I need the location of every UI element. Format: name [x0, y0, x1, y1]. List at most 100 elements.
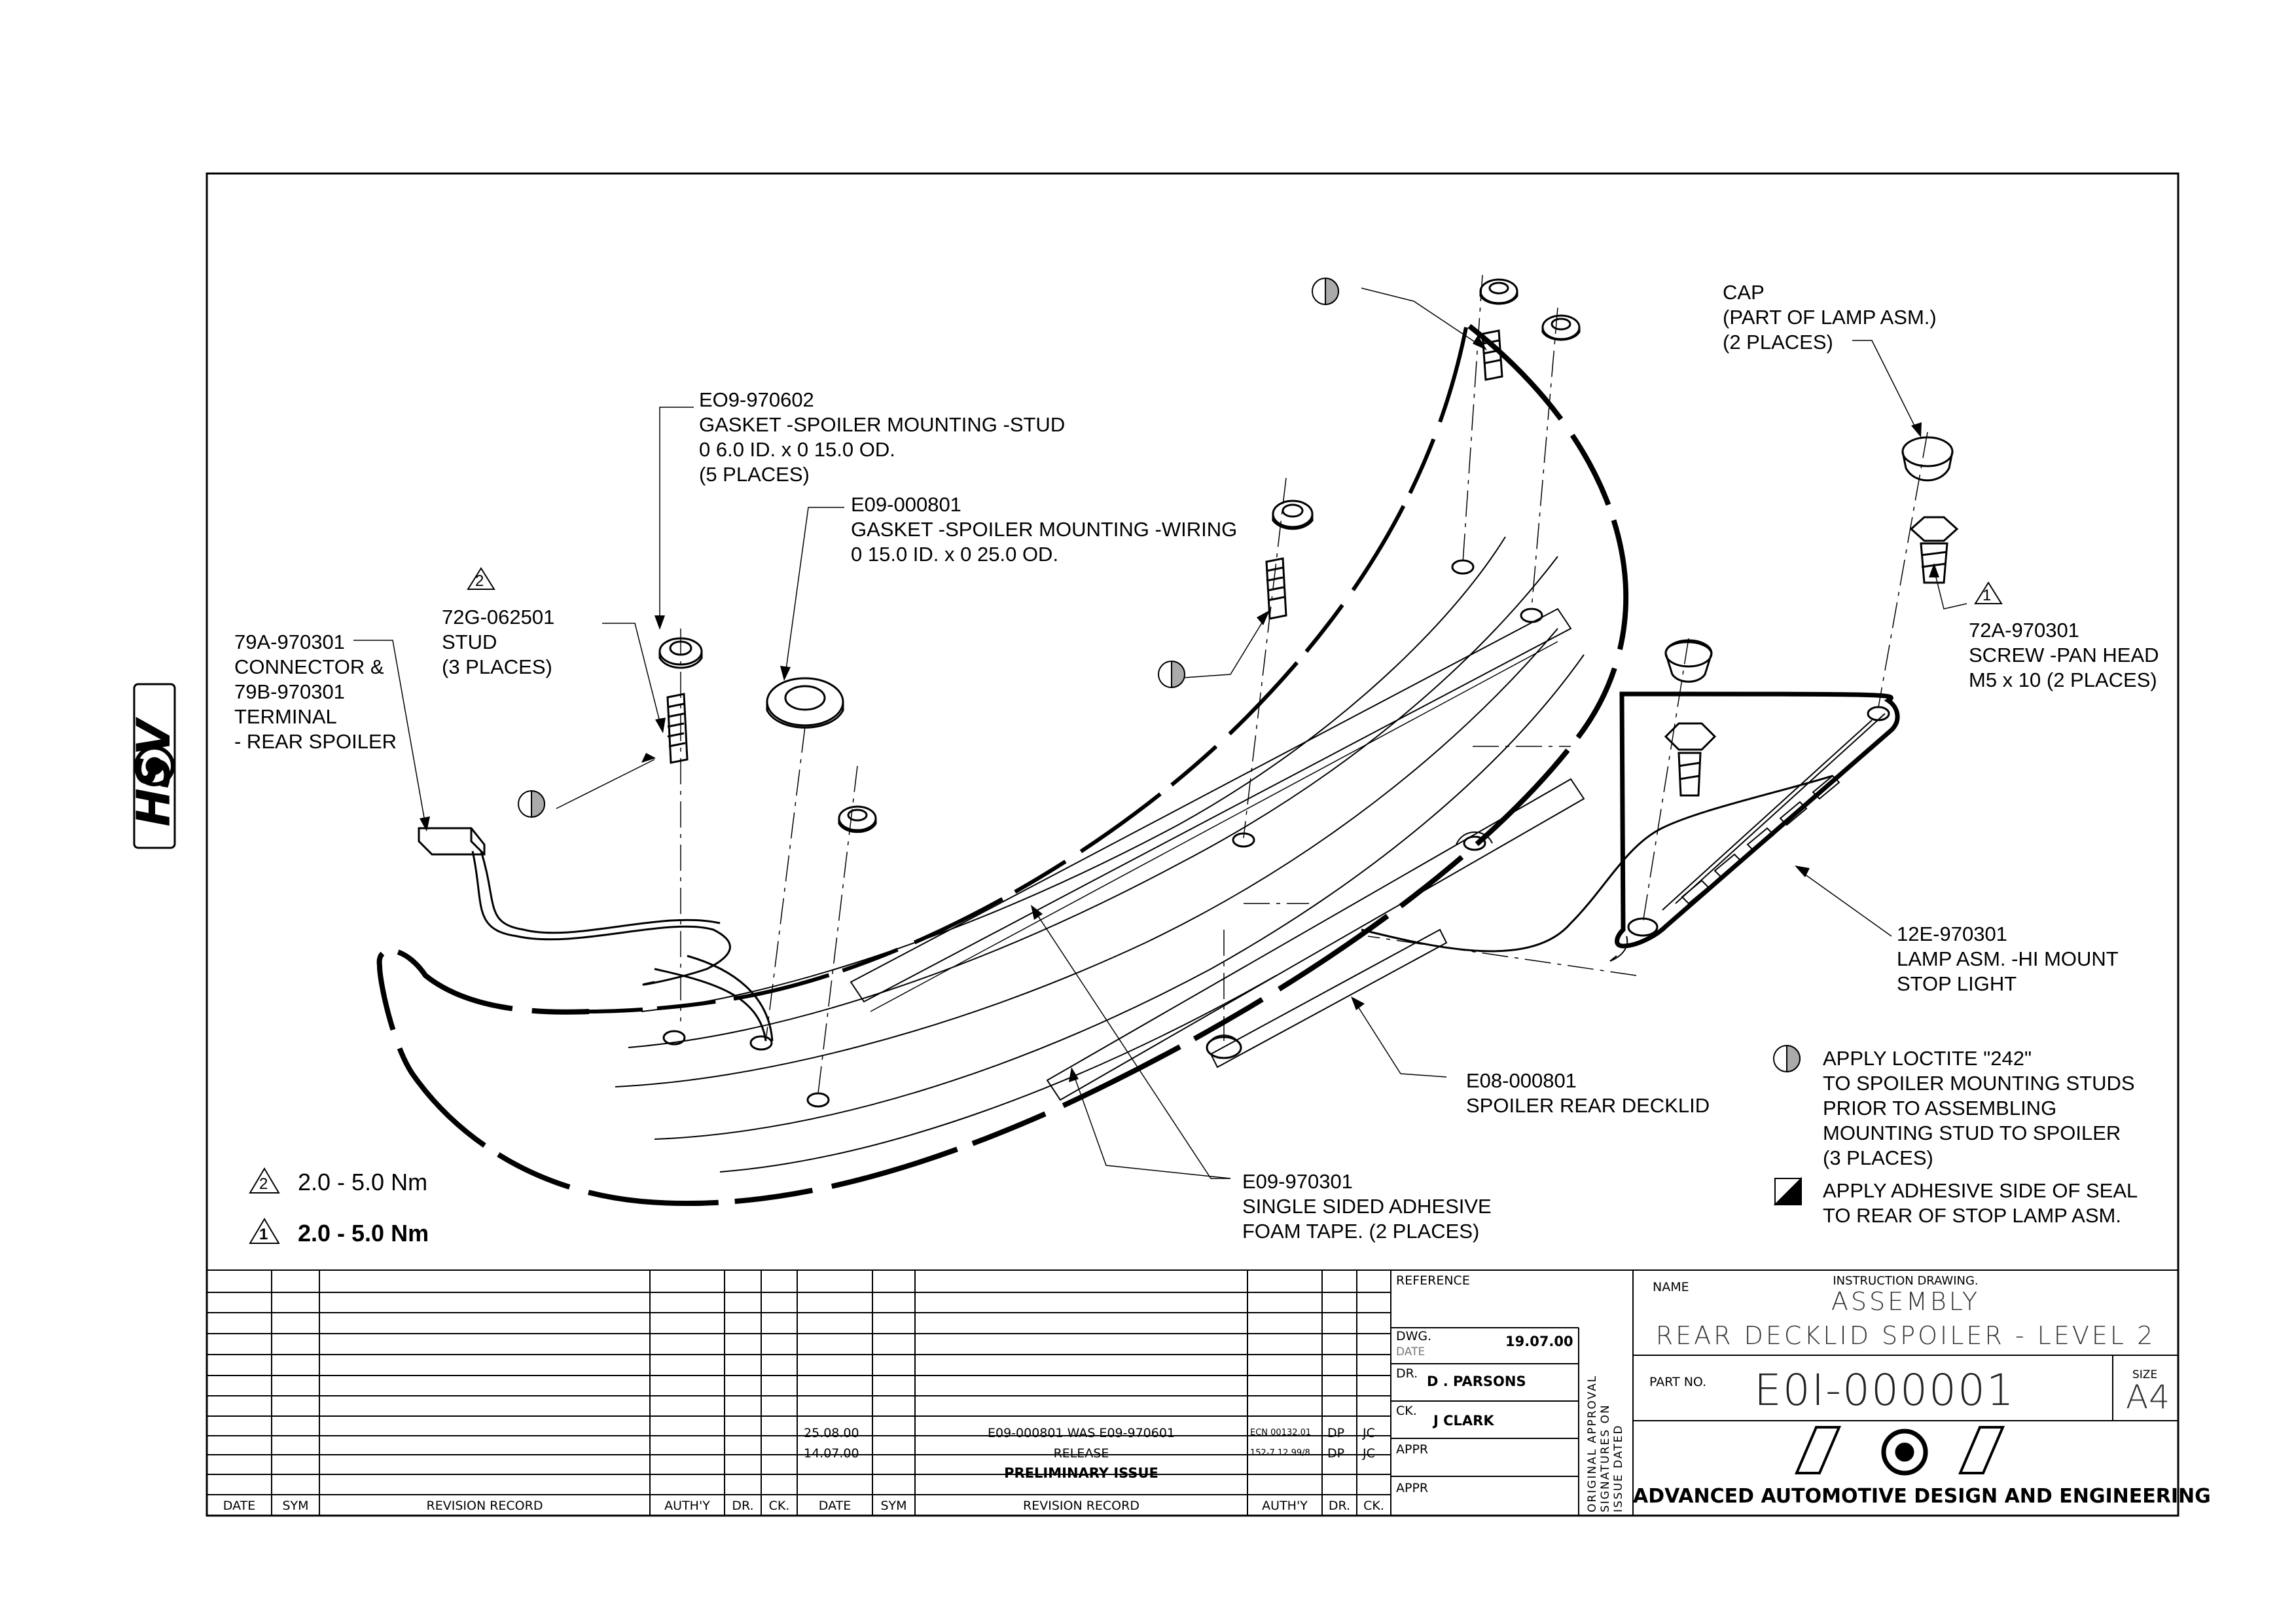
callout-spoiler: E08-000801 SPOILER REAR DECKLID	[1466, 1068, 1710, 1118]
callout-line: SCREW -PAN HEAD	[1969, 644, 2159, 666]
callout-line: FOAM TAPE. (2 PLACES)	[1242, 1220, 1480, 1243]
callout-gasket-stud: EO9-970602 GASKET -SPOILER MOUNTING -STU…	[699, 388, 1065, 487]
torque-legend-marker-1: 1	[259, 1226, 268, 1243]
note-line: APPLY ADHESIVE SIDE OF SEAL	[1823, 1179, 2138, 1202]
callout-line: 0 6.0 ID. x 0 15.0 OD.	[699, 438, 895, 461]
note-line: PRIOR TO ASSEMBLING	[1823, 1097, 2057, 1120]
callout-line: SINGLE SIDED ADHESIVE	[1242, 1195, 1492, 1218]
callout-line: E08-000801	[1466, 1069, 1577, 1092]
callout-line: - REAR SPOILER	[234, 730, 397, 753]
callout-line: CAP	[1723, 281, 1765, 304]
note-adhesive: APPLY ADHESIVE SIDE OF SEAL TO REAR OF S…	[1823, 1178, 2138, 1228]
approval-line: SIGNATURES ON	[1599, 1404, 1612, 1512]
callout-line: M5 x 10 (2 PLACES)	[1969, 668, 2157, 691]
rev-row-ck: JC	[1363, 1426, 1375, 1440]
rev-row-auth: 152-7.12.99/8	[1250, 1448, 1310, 1458]
callout-line: LAMP ASM. -HI MOUNT	[1897, 947, 2119, 970]
approval-line: ISSUE DATED	[1612, 1424, 1625, 1512]
approval-vertical-text: ORIGINAL APPROVAL SIGNATURES ON ISSUE DA…	[1586, 1349, 1625, 1512]
rev-header: DR.	[732, 1499, 754, 1513]
rev-header: DATE	[223, 1499, 256, 1513]
rev-header: CK.	[768, 1499, 790, 1513]
callout-line: STOP LIGHT	[1897, 972, 2017, 995]
callout-gasket-wiring: E09-000801 GASKET -SPOILER MOUNTING -WIR…	[851, 492, 1237, 567]
hsv-side-logo: HSV	[127, 720, 181, 827]
callout-line: (2 PLACES)	[1723, 331, 1833, 354]
rev-row-dr: DP	[1327, 1426, 1345, 1440]
reference-label: REFERENCE	[1396, 1273, 1470, 1288]
stud-torque-marker: 2	[475, 572, 484, 590]
callout-line: 72G-062501	[442, 606, 555, 629]
rev-status: PRELIMINARY ISSUE	[1004, 1465, 1158, 1481]
rev-header: DR.	[1328, 1499, 1351, 1513]
callout-tape: E09-970301 SINGLE SIDED ADHESIVE FOAM TA…	[1242, 1169, 1492, 1244]
rev-row-record: RELEASE	[1053, 1446, 1109, 1461]
appr-label: APPR	[1396, 1442, 1429, 1457]
title-line-1: ASSEMBLY	[1831, 1287, 1981, 1316]
date-label: DATE	[1396, 1345, 1426, 1359]
callout-line: E09-970301	[1242, 1170, 1353, 1193]
note-line: MOUNTING STUD TO SPOILER	[1823, 1122, 2121, 1144]
drawing-border	[206, 172, 2179, 1517]
centre-lines	[680, 274, 1928, 1094]
note-line: TO SPOILER MOUNTING STUDS	[1823, 1072, 2135, 1095]
leader-arrows	[420, 335, 1939, 1082]
title-block-grid	[207, 1269, 2178, 1516]
callout-line: EO9-970602	[699, 388, 814, 411]
callout-line: (3 PLACES)	[442, 655, 552, 678]
callout-connector: 79A-970301 CONNECTOR & 79B-970301 TERMIN…	[234, 630, 397, 754]
part-number: E0I-000001	[1754, 1365, 2015, 1415]
callout-lamp: 12E-970301 LAMP ASM. -HI MOUNT STOP LIGH…	[1897, 922, 2119, 996]
dwg-date: 19.07.00	[1505, 1334, 1573, 1349]
rev-header: AUTH'Y	[1262, 1499, 1308, 1513]
callout-screw: 72A-970301 SCREW -PAN HEAD M5 x 10 (2 PL…	[1969, 618, 2159, 693]
callout-line: 79B-970301	[234, 680, 345, 703]
callout-line: CONNECTOR &	[234, 655, 384, 678]
callout-line: GASKET -SPOILER MOUNTING -STUD	[699, 413, 1066, 436]
note-loctite: APPLY LOCTITE "242" TO SPOILER MOUNTING …	[1823, 1046, 2135, 1171]
note-line: APPLY LOCTITE "242"	[1823, 1047, 2032, 1070]
title-line-2: REAR DECKLID SPOILER - LEVEL 2	[1655, 1321, 2156, 1350]
size-label: SIZE	[2132, 1368, 2158, 1381]
callout-stud: 72G-062501 STUD (3 PLACES)	[442, 605, 554, 680]
hsv-side-logo-graphic	[133, 683, 176, 849]
appr-label: APPR	[1396, 1481, 1429, 1495]
rev-header: AUTH'Y	[664, 1499, 710, 1513]
callout-line: 72A-970301	[1969, 619, 2079, 642]
rev-header: CK.	[1363, 1499, 1384, 1513]
callout-line: 79A-970301	[234, 630, 345, 653]
ck-name: J CLARK	[1433, 1413, 1494, 1429]
rev-row-date: 25.08.00	[804, 1426, 859, 1440]
rev-header: SYM	[282, 1499, 309, 1513]
hsv-block-logo-graphic	[1794, 1426, 2005, 1476]
callout-line: E09-000801	[851, 493, 961, 516]
company-name: ADVANCED AUTOMOTIVE DESIGN AND ENGINEERI…	[1633, 1485, 2211, 1508]
rev-header: REVISION RECORD	[426, 1499, 543, 1513]
callout-line: (PART OF LAMP ASM.)	[1723, 306, 1937, 329]
callout-line: SPOILER REAR DECKLID	[1466, 1094, 1710, 1117]
dr-label: DR.	[1396, 1366, 1418, 1381]
callout-line: STUD	[442, 630, 497, 653]
torque-legend-marker-2: 2	[259, 1175, 268, 1193]
dwg-label: DWG.	[1396, 1329, 1432, 1343]
name-label: NAME	[1653, 1280, 1689, 1294]
rev-header: REVISION RECORD	[1023, 1499, 1139, 1513]
adhesive-symbol	[1773, 1176, 1802, 1205]
ck-label: CK.	[1396, 1404, 1417, 1418]
note-line: (3 PLACES)	[1823, 1146, 1933, 1169]
callout-cap: CAP (PART OF LAMP ASM.) (2 PLACES)	[1723, 280, 1937, 355]
note-line: TO REAR OF STOP LAMP ASM.	[1823, 1204, 2121, 1227]
rev-row-date: 14.07.00	[804, 1446, 859, 1461]
hsv-block-logo: HSV	[1754, 1421, 2055, 1471]
callout-line: TERMINAL	[234, 705, 337, 728]
rev-row-auth: ECN 00132.01	[1250, 1428, 1312, 1438]
callout-line: (5 PLACES)	[699, 463, 810, 486]
approval-line: ORIGINAL APPROVAL	[1586, 1374, 1599, 1512]
torque-legend-value-1: 2.0 - 5.0 Nm	[298, 1220, 429, 1247]
size-value: A4	[2126, 1378, 2171, 1416]
rev-header: DATE	[818, 1499, 852, 1513]
leader-lines	[353, 287, 1967, 1179]
drawing-type: INSTRUCTION DRAWING.	[1833, 1274, 1979, 1288]
callout-line: GASKET -SPOILER MOUNTING -WIRING	[851, 518, 1238, 541]
